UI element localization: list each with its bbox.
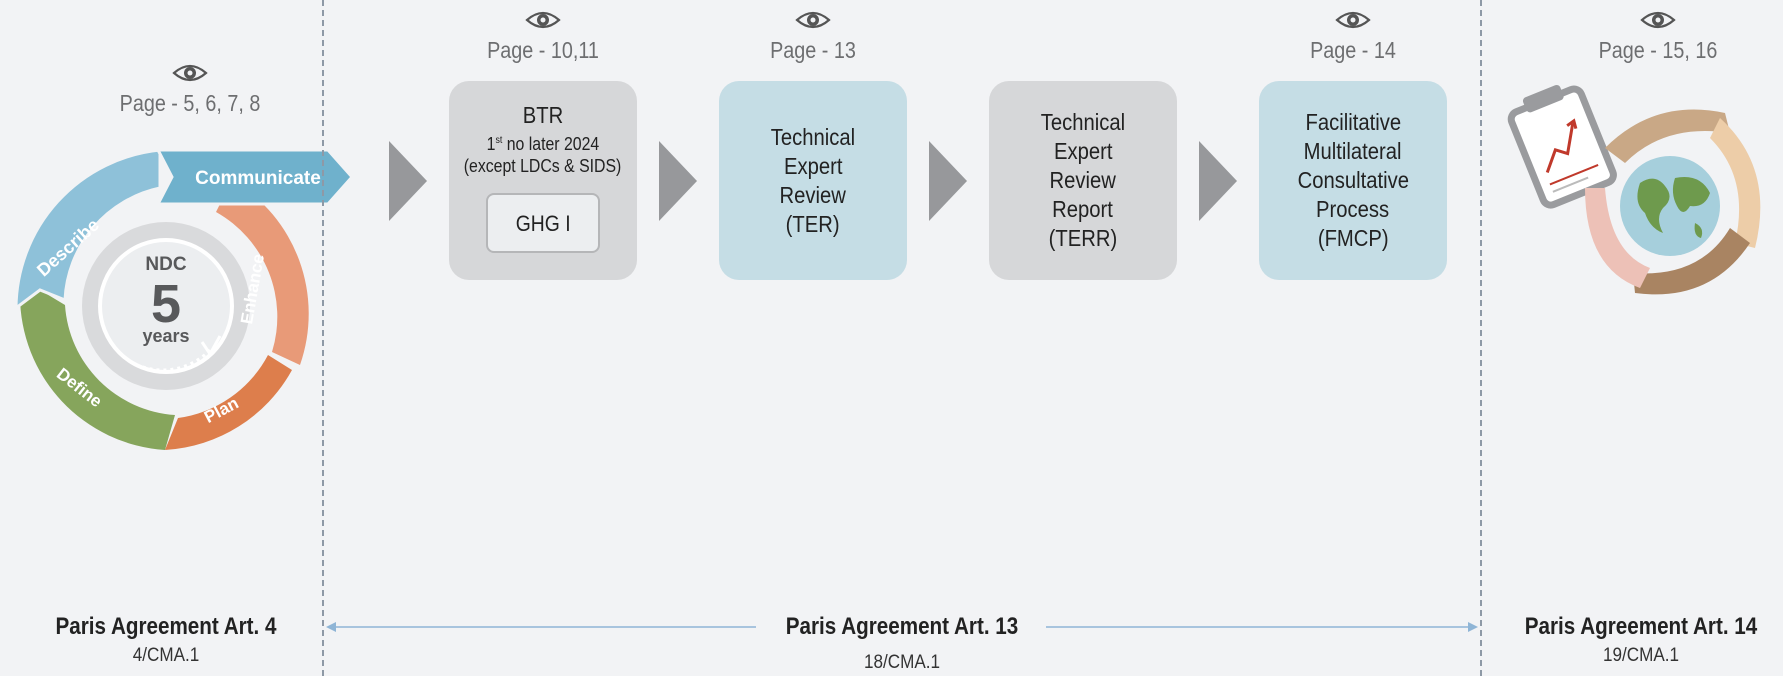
page-reference[interactable]: Page - 15, 16 <box>1598 37 1718 63</box>
divider-right <box>1480 0 1482 676</box>
segment-plan <box>165 355 292 450</box>
divider-left <box>322 0 324 676</box>
hand-top <box>1605 109 1730 163</box>
btr-box: BTR 1st no later 2024 (except LDCs & SID… <box>449 81 637 280</box>
segment-define <box>19 290 175 450</box>
eye-icon[interactable] <box>1640 9 1676 31</box>
article-4-decision: 4/CMA.1 <box>132 645 200 666</box>
article-14-title: Paris Agreement Art. 14 <box>1524 613 1758 640</box>
segment-communicate <box>155 148 355 206</box>
years-label: years <box>142 326 189 346</box>
page-reference[interactable]: Page - 10,11 <box>487 37 599 63</box>
eye-icon[interactable] <box>795 9 831 31</box>
years-number: 5 <box>151 274 181 334</box>
article-13-title: Paris Agreement Art. 13 <box>785 613 1019 640</box>
ndc-cycle-diagram: Communicate Describe Enhance Define Plan… <box>14 148 355 450</box>
hand-right <box>1710 118 1761 248</box>
flow-arrow <box>1199 141 1237 221</box>
ghg-inventory-button[interactable]: GHG I <box>486 193 600 253</box>
eye-icon[interactable] <box>172 62 208 84</box>
article-13-span-arrow <box>326 622 1478 632</box>
page-reference[interactable]: Page - 5, 6, 7, 8 <box>119 90 261 116</box>
segment-label-communicate: Communicate <box>195 168 321 189</box>
hand-bottom <box>1633 228 1750 295</box>
segment-enhance <box>216 180 309 365</box>
btr-exception: (except LDCs & SIDS) <box>464 156 622 176</box>
terr-box: Technical Expert Review Report (TERR) <box>989 81 1177 280</box>
globe-icon <box>1620 156 1720 256</box>
article-13-decision: 18/CMA.1 <box>863 652 941 673</box>
eye-icon[interactable] <box>1335 9 1371 31</box>
ter-box: Technical Expert Review (TER) <box>719 81 907 280</box>
clipboard-chart-icon <box>1507 84 1617 209</box>
article-4-title: Paris Agreement Art. 4 <box>55 613 277 640</box>
flow-arrow <box>389 141 427 221</box>
page-reference[interactable]: Page - 13 <box>770 37 856 63</box>
btr-deadline: 1st no later 2024 <box>486 134 600 154</box>
globe-hands-illustration <box>1507 84 1761 295</box>
page-reference[interactable]: Page - 14 <box>1310 37 1396 63</box>
hand-left <box>1585 188 1650 288</box>
fmcp-box: Facilitative Multilateral Consultative P… <box>1259 81 1447 280</box>
eye-icon[interactable] <box>525 9 561 31</box>
ndc-label: NDC <box>145 254 186 275</box>
flow-arrow <box>929 141 967 221</box>
btr-title: BTR <box>522 102 564 128</box>
article-14-decision: 19/CMA.1 <box>1602 645 1680 666</box>
flow-arrow <box>659 141 697 221</box>
